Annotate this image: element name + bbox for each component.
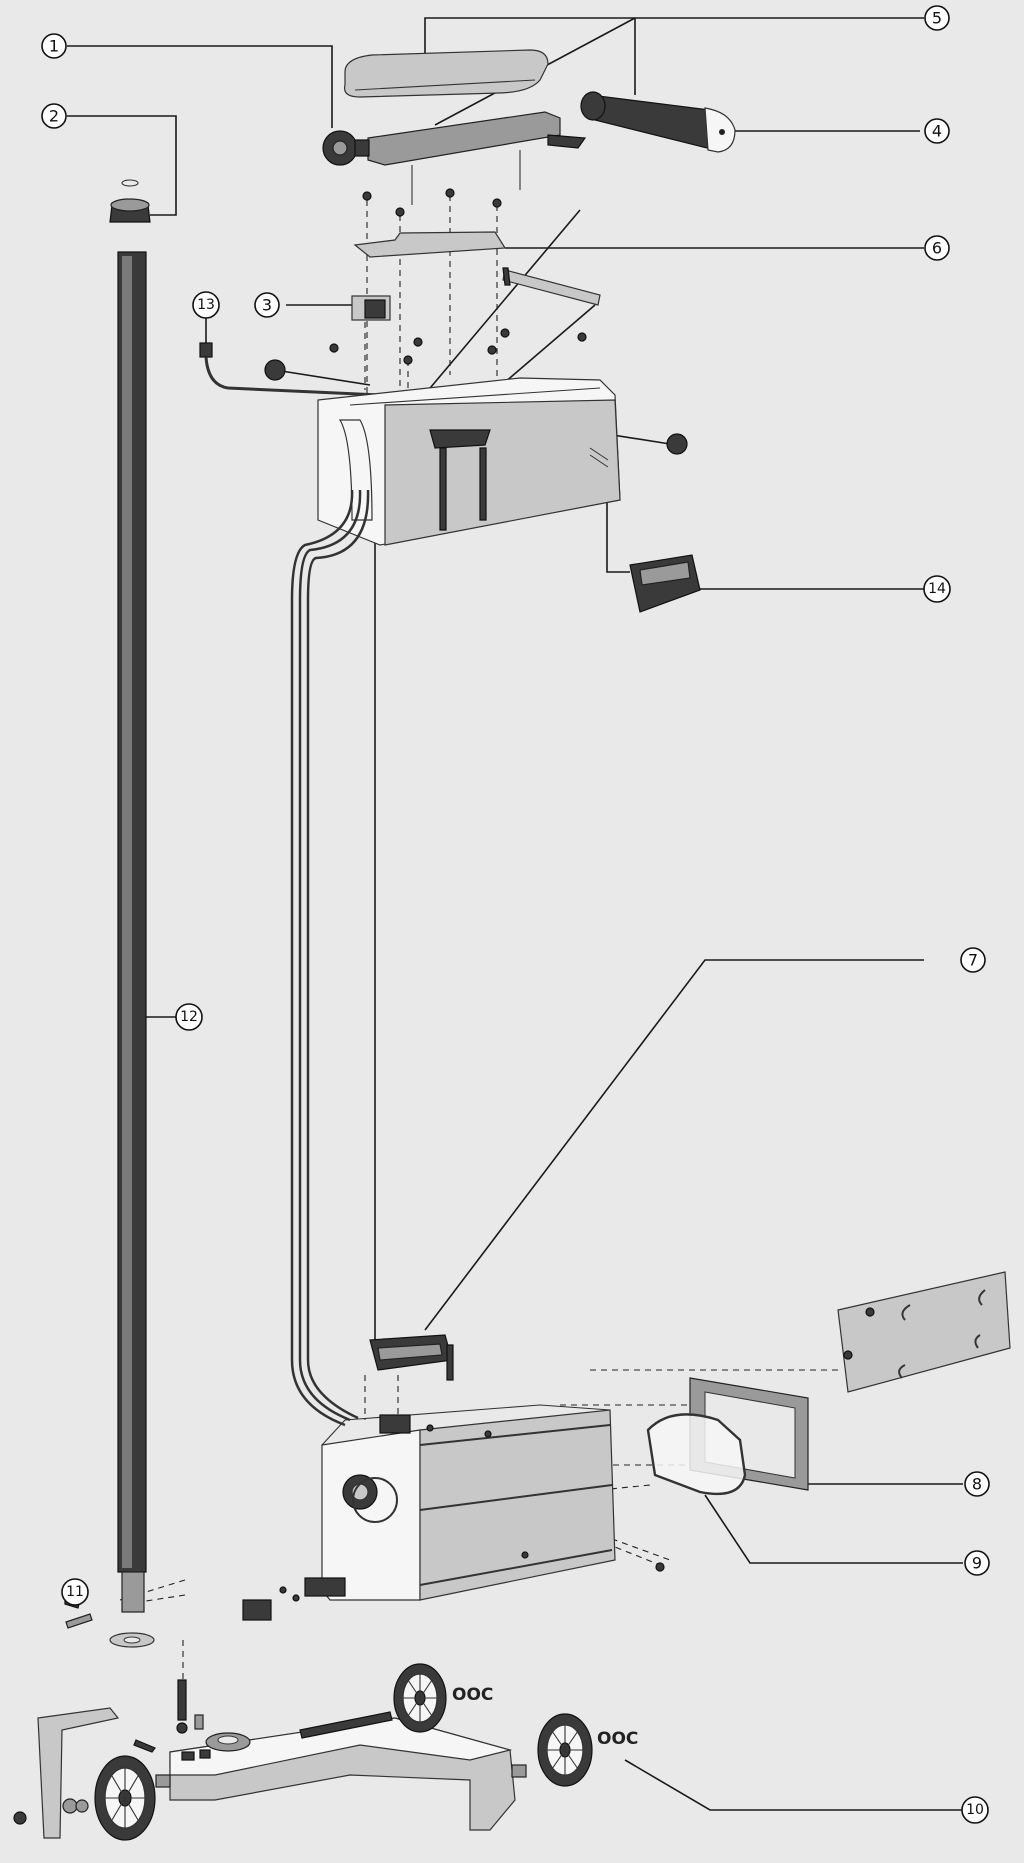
svg-text:13: 13 xyxy=(197,297,215,313)
wheel-front-left xyxy=(94,1755,156,1841)
callout-4: 4 xyxy=(924,118,950,144)
connector-block xyxy=(242,1577,346,1621)
head-housing xyxy=(317,377,621,546)
column-cap-nut-2 xyxy=(109,179,151,223)
svg-text:12: 12 xyxy=(180,1009,198,1025)
back-plate xyxy=(837,1271,1011,1393)
callout-10: 10 xyxy=(961,1796,989,1824)
callout-13: 13 xyxy=(192,291,220,319)
motor-frame xyxy=(321,1404,665,1601)
mounting-bracket-7 xyxy=(369,1334,454,1381)
callout-7: 7 xyxy=(960,947,986,973)
guide-rail xyxy=(502,267,601,306)
screen-cover-9 xyxy=(646,1413,747,1496)
leader-line-handle-to-frame xyxy=(419,209,581,401)
base-10 xyxy=(155,1711,527,1831)
callout-12: 12 xyxy=(175,1003,203,1031)
svg-text:3: 3 xyxy=(262,296,272,315)
callout-6: 6 xyxy=(924,235,950,261)
switch-part-3 xyxy=(351,295,391,321)
svg-text:5: 5 xyxy=(932,9,942,28)
callout-2: 2 xyxy=(41,103,67,129)
handle-gasket xyxy=(353,231,507,258)
svg-text:4: 4 xyxy=(932,122,942,141)
svg-text:7: 7 xyxy=(968,951,978,970)
column-12 xyxy=(117,251,147,1613)
wheel-washer-mark-rear: OOC xyxy=(452,1685,493,1705)
svg-text:8: 8 xyxy=(972,1475,982,1494)
leader-line-1 xyxy=(67,45,333,128)
leader-line-9 xyxy=(704,1494,963,1564)
svg-text:10: 10 xyxy=(966,1802,984,1818)
callout-5: 5 xyxy=(924,5,950,31)
grip-handle xyxy=(580,91,736,153)
handle-bracket xyxy=(322,111,587,205)
base-fasteners xyxy=(133,1679,204,1753)
callout-1: 1 xyxy=(41,33,67,59)
handle-cover xyxy=(343,49,549,98)
svg-text:9: 9 xyxy=(972,1554,982,1573)
callout-11: 11 xyxy=(61,1578,89,1606)
svg-text:6: 6 xyxy=(932,239,942,258)
leader-line-2 xyxy=(67,115,177,216)
svg-text:14: 14 xyxy=(928,581,946,597)
callouts: 1 2 3 4 5 6 7 8 9 10 11 12 13 14 xyxy=(41,5,990,1824)
release-button-14 xyxy=(629,554,701,613)
leader-line-10 xyxy=(624,1759,963,1811)
leader-line-knob-left xyxy=(274,369,371,386)
leader-line-5a xyxy=(424,17,924,64)
callout-8: 8 xyxy=(964,1471,990,1497)
svg-text:11: 11 xyxy=(66,1584,84,1600)
cable-bundle xyxy=(290,489,370,1427)
wheel-right xyxy=(537,1713,593,1787)
wheel-washer-mark-right: OOC xyxy=(597,1729,638,1749)
leader-line-7 xyxy=(424,959,924,1331)
cable-connector-13 xyxy=(199,342,381,397)
screws-top xyxy=(329,188,587,365)
knob-left xyxy=(264,359,286,381)
svg-text:1: 1 xyxy=(49,37,59,56)
callout-3: 3 xyxy=(254,292,280,318)
knob-right xyxy=(666,433,688,455)
svg-text:2: 2 xyxy=(49,107,59,126)
leader-lines xyxy=(67,17,963,1811)
callout-14: 14 xyxy=(923,575,951,603)
wheel-rear xyxy=(393,1663,447,1733)
callout-9: 9 xyxy=(964,1550,990,1576)
foot-bracket xyxy=(13,1707,120,1839)
